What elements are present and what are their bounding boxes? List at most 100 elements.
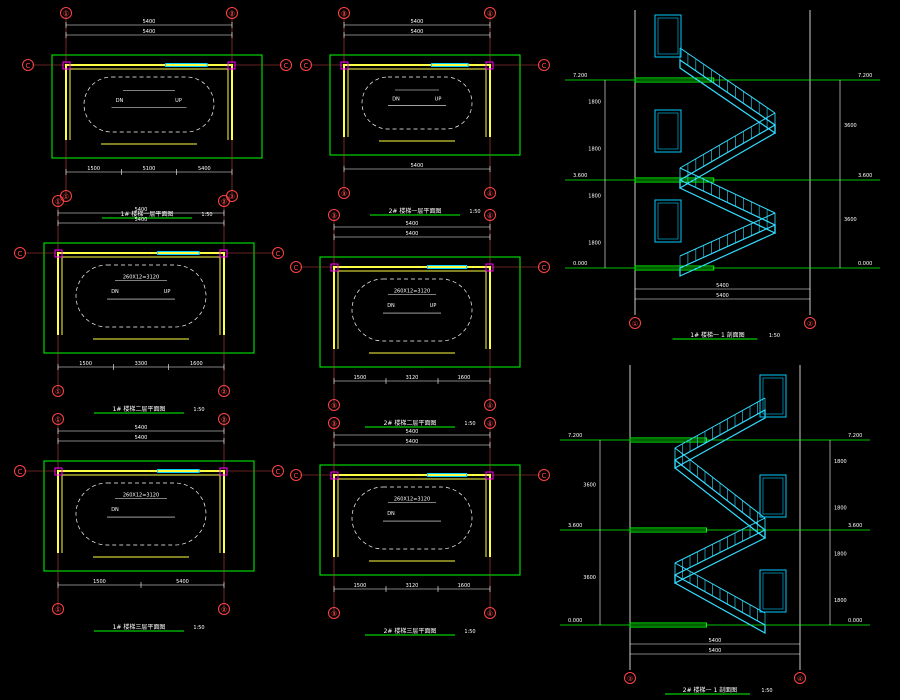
axis-label: ③ [341, 10, 347, 18]
dim-text: 5400 [411, 29, 424, 35]
dim-text: 1500 [87, 166, 100, 172]
level-label: 0.000 [848, 618, 862, 624]
axis-bubble [218, 603, 230, 615]
axis-bubble [338, 187, 350, 199]
stair-wall-inner [337, 478, 487, 557]
dim-text: 1800 [834, 598, 847, 604]
column [340, 61, 349, 70]
axis-bubble [484, 607, 496, 619]
axis-label: ④ [487, 10, 493, 18]
section-window-inner [657, 17, 679, 55]
stair-note: 260X12=3120 [123, 493, 159, 499]
axis-bubble [538, 59, 550, 71]
section-window [654, 199, 682, 243]
axis-bubble [328, 209, 340, 221]
column [54, 249, 63, 258]
dim-text: 5400 [198, 166, 211, 172]
axis-bubble [484, 187, 496, 199]
label-up: UP [175, 98, 182, 104]
label-up: UP [430, 303, 437, 309]
dim-text: 5400 [143, 19, 156, 25]
axis-bubble [538, 261, 550, 273]
axis-bubble [328, 607, 340, 619]
dim-text: 1800 [588, 147, 601, 153]
dim-text: 5400 [411, 19, 424, 25]
dim-text: 3600 [583, 575, 596, 581]
level-label: 3.600 [858, 173, 872, 179]
plan-title: 2# 楼梯三层平面图 [384, 627, 437, 635]
plan-scale: 1:50 [193, 407, 204, 413]
axis-bubble [14, 247, 26, 259]
column [54, 467, 63, 476]
axis-bubble [484, 417, 496, 429]
axis-bubble [22, 59, 34, 71]
axis-label: C [18, 250, 23, 258]
handrail [674, 397, 766, 449]
axis-label: ③ [627, 675, 633, 683]
axis-bubble [804, 317, 816, 329]
axis-bubble [218, 195, 230, 207]
axis-label: C [26, 62, 31, 70]
stair-wall [333, 266, 491, 349]
axis-bubble [52, 195, 64, 207]
column [485, 263, 494, 272]
level-label: 7.200 [848, 433, 862, 439]
dim-text: 5400 [176, 579, 189, 585]
column [227, 61, 236, 70]
axis-bubble [226, 7, 238, 19]
section-window [759, 569, 787, 613]
axis-label: ① [55, 416, 61, 424]
axis-label: C [542, 62, 547, 70]
floor-slab [634, 177, 715, 183]
section-scale: 1:50 [769, 333, 780, 339]
axis-label: ② [221, 388, 227, 396]
section-window-inner [762, 572, 784, 610]
label-dn: DN [116, 98, 124, 104]
handrail [679, 47, 776, 114]
plan-scale: 1:50 [464, 629, 475, 635]
label-up: UP [164, 289, 171, 295]
section-title: 2# 楼梯一 1 剖面图 [683, 686, 737, 694]
column [330, 263, 339, 272]
dim-text: 1600 [190, 361, 203, 367]
axis-bubble [328, 399, 340, 411]
dim-text: 3120 [406, 375, 419, 381]
dim-text: 1600 [458, 375, 471, 381]
stair-wall [65, 64, 233, 140]
level-label: 7.200 [573, 73, 587, 79]
section-window [759, 474, 787, 518]
dim-text: 5400 [143, 29, 156, 35]
axis-label: C [18, 468, 23, 476]
label-dn: DN [111, 289, 119, 295]
axis-label: ④ [797, 675, 803, 683]
plan-frame [43, 242, 255, 354]
axis-bubble [328, 417, 340, 429]
column [485, 61, 494, 70]
axis-label: C [542, 264, 547, 272]
handrail [674, 562, 766, 614]
handrail [674, 447, 766, 519]
column [485, 471, 494, 480]
axis-label: ④ [487, 212, 493, 220]
stair-note: 260X12=3120 [394, 497, 430, 503]
dim-text: 1500 [354, 583, 367, 589]
axis-label: ③ [331, 610, 337, 618]
stair-note: 260X12=3120 [123, 275, 159, 281]
window [427, 473, 468, 477]
dim-text: 1600 [458, 583, 471, 589]
dim-text: 5400 [406, 439, 419, 445]
window [157, 469, 200, 473]
axis-label: ① [55, 606, 61, 614]
axis-bubble [484, 209, 496, 221]
plan-title: 1# 楼梯二层平面图 [113, 405, 166, 413]
axis-label: C [294, 472, 299, 480]
dim-text: 5400 [709, 648, 722, 654]
section-title: 1# 楼梯一 1 剖面图 [690, 331, 744, 339]
stair-run-outline [351, 278, 473, 342]
